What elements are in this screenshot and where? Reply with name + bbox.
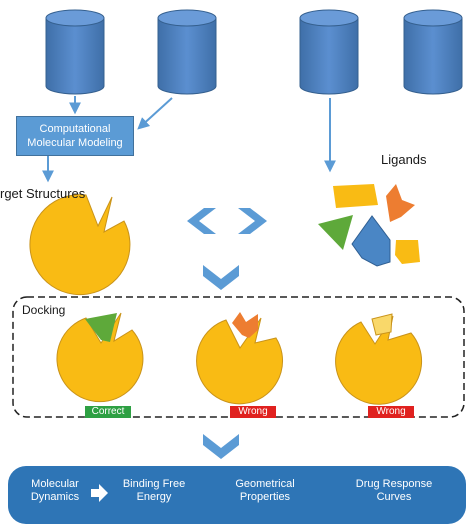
docking-label: Docking bbox=[22, 303, 66, 317]
database-icon-2 bbox=[157, 9, 217, 95]
ligand-green bbox=[318, 215, 353, 250]
pipeline-step-binding-free-energy: Binding Free Energy bbox=[114, 478, 194, 504]
step-line-2: Energy bbox=[136, 491, 172, 503]
chevron-right-icon bbox=[238, 208, 267, 234]
docked-complex-correct bbox=[56, 312, 144, 403]
docked-complex-wrong-2 bbox=[335, 313, 423, 405]
pipeline-step-drug-response-curves: Drug Response Curves bbox=[346, 478, 442, 504]
ligand-yellow-top bbox=[333, 184, 378, 208]
arrow-right-icon bbox=[91, 484, 108, 502]
target-protein-shape bbox=[29, 194, 131, 296]
modeling-line-1: Computational bbox=[39, 123, 111, 135]
analysis-pipeline-bar bbox=[8, 466, 466, 524]
database-icon-3 bbox=[299, 9, 359, 95]
computational-modeling-box: Computational Molecular Modeling bbox=[16, 116, 134, 156]
ligand-yellow-bottom bbox=[395, 240, 420, 264]
result-badge-wrong-1: Wrong bbox=[230, 406, 276, 418]
chevron-down-icon bbox=[203, 265, 239, 290]
step-line-1: Geometrical bbox=[235, 478, 295, 490]
ligands-label: Ligands bbox=[381, 152, 427, 167]
step-line-2: Dynamics bbox=[30, 491, 80, 503]
step-line-1: Molecular bbox=[31, 478, 79, 490]
ligand-blue bbox=[351, 215, 391, 267]
step-line-2: Properties bbox=[239, 491, 291, 503]
database-icon-4 bbox=[403, 9, 463, 95]
pipeline-step-molecular-dynamics: Molecular Dynamics bbox=[22, 478, 88, 504]
arrow-db2-to-modeling bbox=[137, 97, 173, 130]
pipeline-step-geometrical-properties: Geometrical Properties bbox=[222, 478, 308, 504]
modeling-line-2: Molecular Modeling bbox=[27, 137, 123, 149]
ligand-orange bbox=[386, 184, 415, 222]
database-icon-1 bbox=[45, 9, 105, 95]
step-line-2: Curves bbox=[376, 491, 412, 503]
step-line-1: Drug Response bbox=[355, 478, 433, 490]
result-badge-wrong-2: Wrong bbox=[368, 406, 414, 418]
target-structures-label: rget Structures bbox=[0, 186, 86, 201]
chevron-down-icon-2 bbox=[203, 434, 239, 459]
chevron-left-icon bbox=[187, 208, 216, 234]
docked-complex-wrong-1 bbox=[196, 312, 283, 405]
step-line-1: Binding Free bbox=[122, 478, 186, 490]
result-badge-correct: Correct bbox=[85, 406, 131, 418]
